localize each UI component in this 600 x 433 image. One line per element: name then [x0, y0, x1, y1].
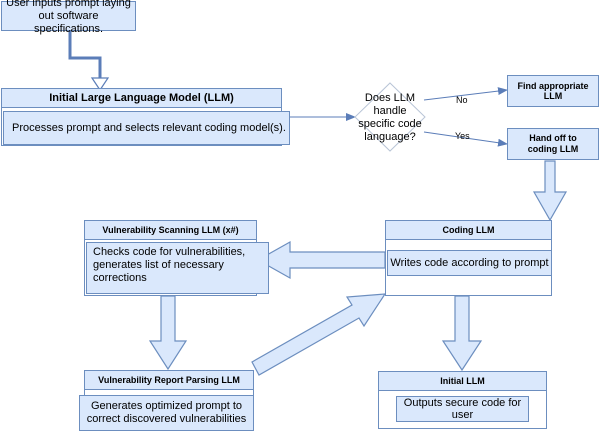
decision-diamond	[354, 82, 426, 152]
initial-llm-node: Initial Large Language Model (LLM) Proce…	[1, 88, 290, 146]
edge-label-yes: Yes	[455, 131, 470, 141]
block-arrow-coding-to-scan	[256, 240, 386, 280]
connector-no	[423, 87, 508, 101]
edge-label-no: No	[456, 95, 468, 105]
user-input-text: User inputs prompt laying out software s…	[6, 0, 131, 35]
find-llm-node: Find appropriate LLM	[507, 75, 599, 107]
block-arrow-coding-to-output	[441, 295, 483, 372]
block-arrow-handoff-to-coding	[532, 160, 568, 222]
vuln-scan-body: Checks code for vulnerabilities, generat…	[86, 242, 269, 294]
initial-llm-body: Processes prompt and selects relevant co…	[3, 111, 290, 145]
vuln-parse-body: Generates optimized prompt to correct di…	[79, 395, 254, 431]
vuln-parse-title: Vulnerability Report Parsing LLM	[85, 371, 253, 390]
user-input-node: User inputs prompt laying out software s…	[1, 0, 136, 35]
block-arrow-parse-to-coding	[251, 293, 387, 376]
coding-llm-node: Coding LLM Writes code according to prom…	[385, 220, 552, 296]
vuln-scan-title: Vulnerability Scanning LLM (x#)	[85, 221, 256, 240]
connector-input-to-initial-llm	[68, 30, 102, 88]
decision-text: Does LLM handle specific code language?	[358, 92, 422, 143]
vuln-scan-node: Vulnerability Scanning LLM (x#) Checks c…	[84, 220, 269, 296]
coding-llm-title: Coding LLM	[386, 221, 551, 240]
initial-llm-output-node: Initial LLM Outputs secure code for user	[378, 371, 547, 429]
coding-llm-body: Writes code according to prompt	[387, 250, 552, 276]
initial-llm-output-title: Initial LLM	[379, 372, 546, 391]
initial-llm-output-body: Outputs secure code for user	[396, 396, 529, 422]
block-arrow-scan-to-parse	[148, 295, 188, 371]
connector-yes	[423, 131, 508, 147]
handoff-node: Hand off to coding LLM	[507, 128, 599, 160]
initial-llm-title: Initial Large Language Model (LLM)	[2, 89, 281, 108]
